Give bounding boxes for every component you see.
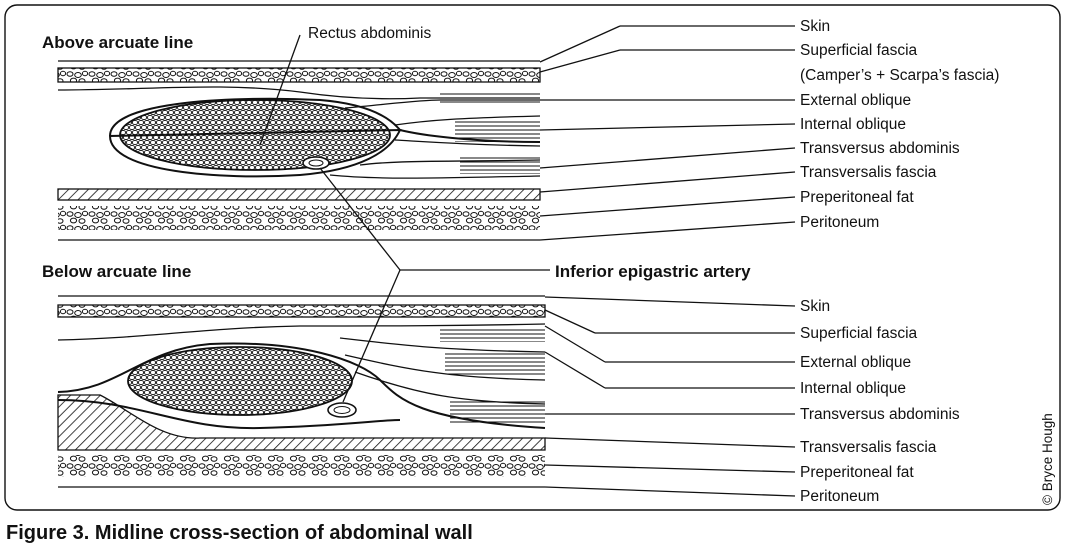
label-campers-scarpas: (Camper’s + Scarpa’s fascia): [800, 67, 999, 84]
label-external-oblique-above: External oblique: [800, 92, 911, 109]
label-skin-above: Skin: [800, 18, 830, 35]
label-preperitoneal-above: Preperitoneal fat: [800, 189, 914, 206]
figure-frame: [4, 4, 1061, 511]
inferior-epigastric-vessel-above: [302, 156, 330, 170]
label-preperitoneal-below: Preperitoneal fat: [800, 464, 914, 481]
internal-oblique-fibers: [455, 120, 540, 142]
label-transversus-above: Transversus abdominis: [800, 140, 960, 157]
internal-oblique-aponeurosis: [394, 115, 541, 147]
rectus-muscle-above: [119, 99, 391, 171]
internal-oblique-fibers-below: [445, 352, 545, 376]
rectus-muscle-below: [127, 346, 353, 416]
label-transversus-below: Transversus abdominis: [800, 406, 960, 423]
transversus-fibers: [460, 156, 540, 174]
label-external-oblique-below: External oblique: [800, 354, 911, 371]
label-superficial-fascia-below: Superficial fascia: [800, 325, 918, 342]
preperitoneal-fat-layer: [58, 206, 540, 230]
inferior-epigastric-vessel-below: [327, 402, 357, 418]
external-oblique-fibers-below: [440, 328, 545, 342]
anterior-layer-below: [57, 323, 546, 341]
external-oblique-fibers: [440, 92, 540, 104]
label-internal-oblique-below: Internal oblique: [800, 380, 906, 397]
label-internal-oblique-above: Internal oblique: [800, 116, 906, 133]
inferior-epigastric-artery-label: Inferior epigastric artery: [555, 262, 751, 281]
superficial-fascia-layer: [57, 67, 541, 83]
label-peritoneum-below: Peritoneum: [800, 488, 879, 505]
superficial-fascia-layer-below: [57, 304, 546, 318]
label-skin-below: Skin: [800, 298, 830, 315]
heading-below-arcuate: Below arcuate line: [42, 262, 191, 281]
rectus-leader: [259, 34, 301, 146]
label-transversalis-above: Transversalis fascia: [800, 164, 937, 181]
transversus-fibers-below: [450, 400, 545, 424]
figure-caption: Figure 3. Midline cross-section of abdom…: [6, 522, 473, 544]
section-above-arcuate: [57, 60, 541, 241]
label-peritoneum-above: Peritoneum: [800, 214, 879, 231]
heading-above-arcuate: Above arcuate line: [42, 33, 193, 52]
section-below-arcuate: [57, 295, 546, 488]
external-oblique-aponeurosis: [344, 99, 540, 109]
transversalis-fascia-layer: [57, 188, 541, 201]
anterior-sheath: [57, 86, 540, 100]
rectus-sheath: [108, 97, 541, 178]
label-superficial-fascia-above: Superficial fascia: [800, 42, 918, 59]
labels-above: Skin Superficial fascia (Camper’s + Scar…: [539, 18, 999, 241]
labels-below: Skin Superficial fascia External oblique…: [544, 296, 960, 505]
preperitoneal-fat-layer-below: [58, 455, 545, 477]
label-transversalis-below: Transversalis fascia: [800, 439, 937, 456]
copyright-credit: © Bryce Hough: [1040, 413, 1055, 505]
rectus-abdominis-label: Rectus abdominis: [308, 25, 431, 42]
